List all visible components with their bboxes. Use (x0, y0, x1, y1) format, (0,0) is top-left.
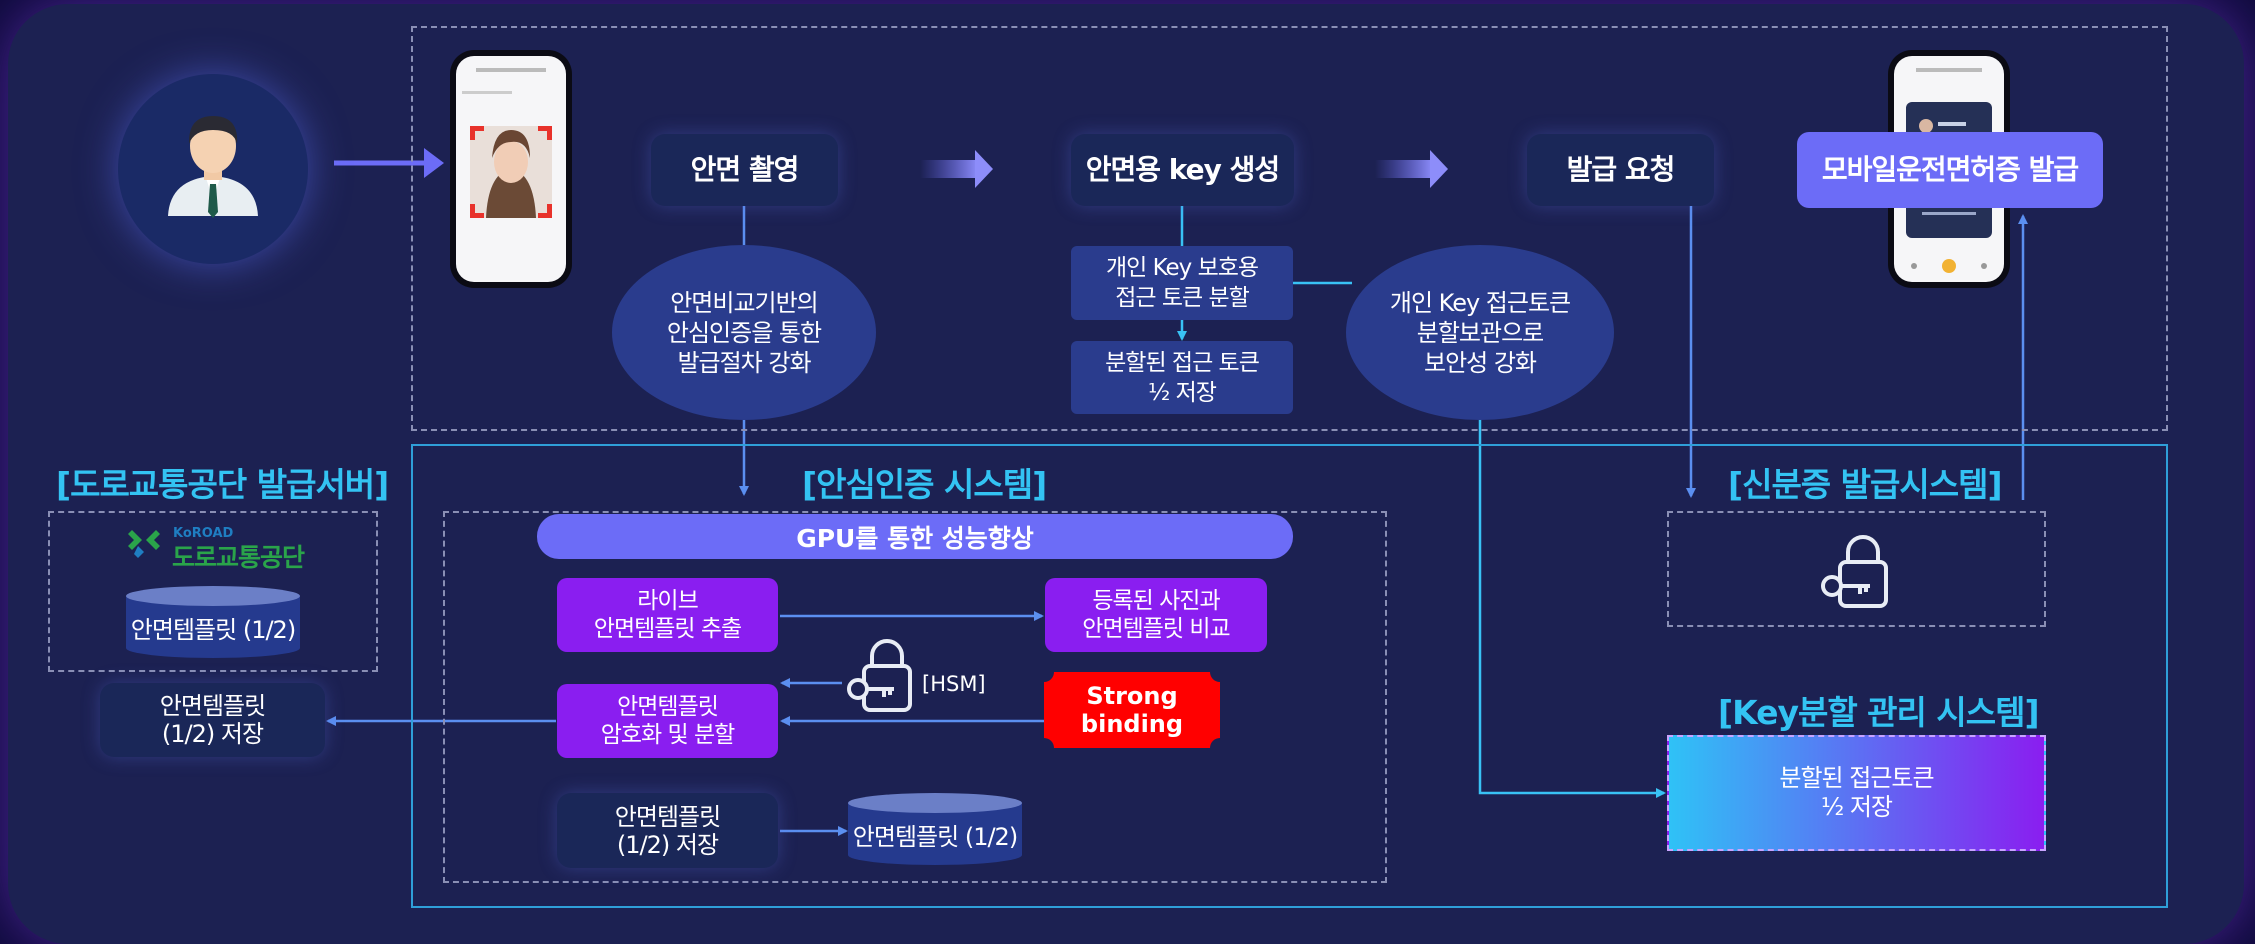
box-line: (1/2) 저장 (161, 720, 264, 748)
badge-line: Strong (1086, 682, 1178, 710)
id-lock-key-icon (1818, 530, 1898, 612)
arrow-head (424, 148, 444, 178)
hsm-lock-key-icon (846, 636, 920, 714)
box-line: ½ 저장 (1820, 793, 1893, 821)
oval-line: 발급절차 강화 (677, 348, 811, 377)
logo-text: 도로교통공단 (172, 543, 305, 572)
connector-layer (326, 148, 2028, 836)
oval-line: 개인 Key 접근토큰 (1389, 288, 1571, 317)
token-split-box: 개인 Key 보호용 접근 토큰 분할 (1071, 246, 1293, 320)
step-photo-capture: 안면 촬영 (651, 134, 838, 206)
gpu-banner: GPU를 통한 성능향상 (537, 514, 1293, 559)
box-line: 안면템플릿 (617, 694, 719, 720)
box-line: 안면템플릿 비교 (1082, 616, 1230, 642)
left-server-frame (48, 511, 378, 672)
box-line: ½ 저장 (1148, 379, 1217, 406)
auth-save-box: 안면템플릿 (1/2) 저장 (557, 793, 778, 868)
left-server-title: [도로교통공단 발급서버] (56, 465, 389, 504)
auth-db-cylinder: 안면템플릿 (1/2) (848, 793, 1022, 867)
box-line: 라이브 (637, 588, 698, 614)
phone-capture (450, 50, 572, 288)
box-line: 분할된 접근토큰 (1779, 764, 1934, 792)
oval-line: 보안성 강화 (1423, 348, 1537, 377)
strong-binding-badge: Strong binding (1044, 672, 1220, 748)
id-system-title: [신분증 발급시스템] (1728, 465, 2003, 504)
auth-db-label: 안면템플릿 (1/2) (852, 822, 1018, 851)
oval-line: 분할보관으로 (1416, 318, 1544, 347)
box-line: (1/2) 저장 (616, 830, 719, 859)
issuance-flow-frame (411, 26, 2168, 431)
live-template-box: 라이브 안면템플릿 추출 (557, 578, 778, 652)
box-line: 접근 토큰 분할 (1115, 285, 1250, 311)
box-line: 분할된 접근 토큰 (1105, 349, 1260, 376)
oval-safe-auth: 안면비교기반의 안심인증을 통한 발급절차 강화 (612, 245, 876, 420)
box-line: 안면템플릿 (159, 692, 266, 720)
auth-system-frame (443, 511, 1387, 883)
arrow-photo-keygen (920, 150, 993, 188)
oval-line: 안면비교기반의 (670, 288, 819, 317)
badge-line: binding (1080, 710, 1184, 738)
left-db-label: 안면템플릿 (1/2) (130, 615, 296, 644)
oval-line: 안심인증을 통한 (666, 318, 822, 347)
box-line: 개인 Key 보호용 (1105, 255, 1259, 281)
oval-key-split: 개인 Key 접근토큰 분할보관으로 보안성 강화 (1346, 245, 1614, 420)
server-save-box: 안면템플릿 (1/2) 저장 (100, 683, 325, 757)
step-issue-request: 발급 요청 (1527, 134, 1714, 206)
box-line: 안면템플릿 (614, 802, 721, 831)
logo-small-text: KoROAD (173, 526, 234, 541)
system-frame (411, 444, 2168, 908)
auth-system-title: [안심인증 시스템] (802, 465, 1047, 504)
arrow-keygen-request (1375, 150, 1448, 188)
koroad-logo-icon (128, 526, 160, 562)
box-line: 등록된 사진과 (1092, 588, 1220, 614)
hsm-label: [HSM] (922, 672, 986, 696)
key-split-box: 분할된 접근토큰 ½ 저장 (1667, 735, 2046, 851)
id-system-frame (1667, 511, 2046, 627)
user-avatar-icon (118, 74, 308, 264)
left-db-cylinder: 안면템플릿 (1/2) (126, 586, 300, 660)
step-key-generation: 안면용 key 생성 (1071, 134, 1294, 206)
token-saved-box: 분할된 접근 토큰 ½ 저장 (1071, 341, 1293, 414)
box-line: 암호화 및 분할 (600, 722, 736, 748)
issue-license-button[interactable]: 모바일운전면허증 발급 (1797, 132, 2103, 208)
key-system-title: [Key분할 관리 시스템] (1718, 693, 2040, 732)
encrypt-split-box: 안면템플릿 암호화 및 분할 (557, 684, 778, 758)
compare-template-box: 등록된 사진과 안면템플릿 비교 (1045, 578, 1267, 652)
arrow-oval-keysystem (1478, 418, 1666, 798)
box-line: 안면템플릿 추출 (593, 616, 742, 642)
